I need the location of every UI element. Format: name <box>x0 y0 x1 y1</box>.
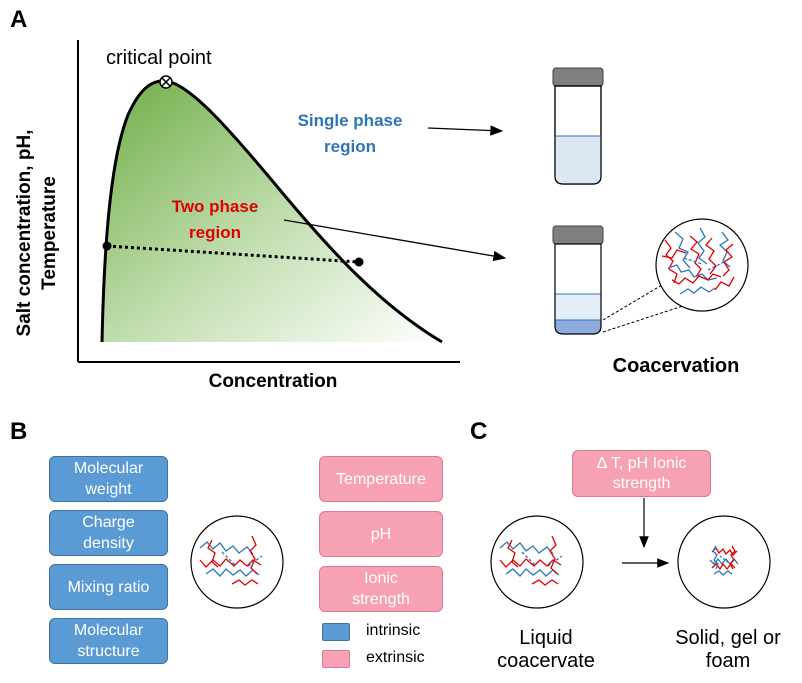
intrinsic-charge-density-line1: Charge <box>82 514 135 531</box>
coacervate-magnified-circle <box>655 218 749 312</box>
single-phase-label: Single phase region <box>280 108 420 160</box>
intrinsic-mixing-ratio-box: Mixing ratio <box>49 564 168 610</box>
coacervate-circle-b <box>190 515 284 609</box>
x-axis-label: Concentration <box>208 371 338 392</box>
single-phase-label-line2: region <box>324 137 376 156</box>
critical-point-label: critical point <box>106 47 212 69</box>
solid-gel-foam-label: Solid, gel or foam <box>668 627 788 673</box>
single-phase-label-line1: Single phase <box>297 111 403 130</box>
solid-label-line1: Solid, gel or <box>675 627 781 649</box>
intrinsic-charge-density-line2: density <box>83 535 134 552</box>
y-axis-label: Salt concentration, pH, Temperature <box>12 83 68 383</box>
two-phase-label-line1: Two phase <box>171 197 259 216</box>
two-phase-arrow <box>283 219 507 262</box>
panel-b-letter: B <box>10 418 28 445</box>
intrinsic-molecular-structure-line1: Molecular <box>73 622 144 639</box>
critical-point-marker <box>159 75 173 89</box>
extrinsic-ph-box: pH <box>319 511 443 557</box>
liquid-coacervate-label: Liquid coacervate <box>486 627 606 673</box>
legend-extrinsic-label: extrinsic <box>366 649 425 666</box>
liquid-coacervate-circle <box>490 515 584 609</box>
extrinsic-ionic-strength-line1: Ionic <box>364 570 398 587</box>
y-axis-label-line2: Temperature <box>39 176 60 290</box>
legend-extrinsic-swatch <box>322 650 350 668</box>
two-phase-label-line2: region <box>189 223 241 242</box>
trigger-line1: Δ T, pH Ionic <box>596 454 687 472</box>
intrinsic-mixing-ratio-line1: Mixing ratio <box>67 578 150 596</box>
legend-intrinsic-label: intrinsic <box>366 622 421 639</box>
liquid-label-line1: Liquid <box>519 627 573 649</box>
panel-c-letter: C <box>470 418 488 445</box>
intrinsic-molecular-structure-box: Molecular structure <box>49 618 168 664</box>
trigger-conditions-box: Δ T, pH Ionic strength <box>572 450 711 497</box>
zoom-line-top <box>602 281 668 321</box>
tie-line-left-point <box>102 241 112 251</box>
panel-a-letter: A <box>10 6 28 33</box>
coacervation-label: Coacervation <box>612 355 740 377</box>
zoom-line-bottom <box>602 304 687 333</box>
vial-single-phase <box>552 67 604 185</box>
y-axis-label-line1: Salt concentration, pH, <box>14 129 35 337</box>
extrinsic-temperature-line1: Temperature <box>336 470 426 488</box>
solid-label-line2: foam <box>705 650 751 672</box>
vial-two-phase <box>552 225 604 335</box>
intrinsic-molecular-weight-box: Molecular weight <box>49 456 168 502</box>
intrinsic-molecular-weight-line2: weight <box>85 481 132 498</box>
liquid-label-line2: coacervate <box>497 650 595 672</box>
extrinsic-ph-line1: pH <box>370 525 392 543</box>
intrinsic-molecular-weight-line1: Molecular <box>73 460 144 477</box>
intrinsic-charge-density-box: Charge density <box>49 510 168 556</box>
two-phase-label: Two phase region <box>145 194 285 246</box>
extrinsic-ionic-strength-line2: strength <box>352 591 410 608</box>
legend-intrinsic-swatch <box>322 623 350 641</box>
intrinsic-molecular-structure-line2: structure <box>77 643 140 660</box>
trigger-line2: strength <box>612 474 671 492</box>
tie-line-right-point <box>354 257 364 267</box>
tie-line <box>106 244 360 264</box>
single-phase-arrow <box>427 125 504 136</box>
solid-gel-foam-circle <box>677 515 771 609</box>
extrinsic-temperature-box: Temperature <box>319 456 443 502</box>
extrinsic-ionic-strength-box: Ionic strength <box>319 566 443 612</box>
